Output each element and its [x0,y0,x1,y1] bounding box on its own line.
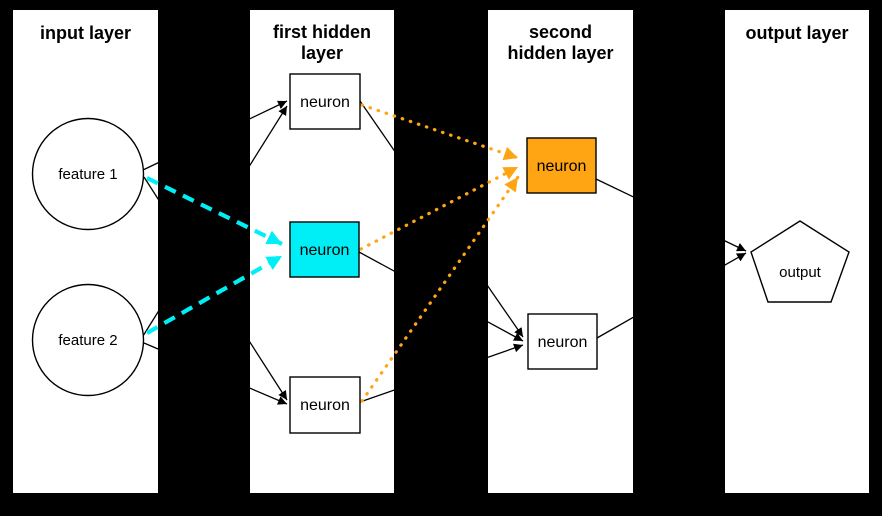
edge-h2top-output [595,178,747,252]
title-input-layer: input layer [40,23,131,43]
panel-input-layer [13,10,158,493]
edge-feature2-h1bot [143,342,288,405]
node-h1bot-label: neuron [300,397,350,414]
title-output-layer: output layer [745,23,848,43]
node-feature2-label: feature 2 [58,332,117,349]
node-output-pentagon [750,220,850,303]
node-h1bot-rect [289,376,361,434]
node-feature2-circle [31,283,145,397]
edge-feature1-h1top [142,100,288,171]
edge-feature2-h1top [142,105,288,337]
node-h1top-label: neuron [300,94,350,111]
edge-feature2-h1mid-cyan [145,254,284,335]
edge-feature1-h1mid-cyan [146,176,283,246]
edge-h1top-h2bot [359,100,524,338]
node-output-label: output [779,264,822,281]
node-h1mid-label: neuron [300,242,350,259]
node-feature1-label: feature 1 [58,166,117,183]
node-h2top-rect-orange [526,137,597,194]
edge-feature1-h1bot [143,176,288,401]
title-first-hidden-line2: layer [301,43,343,63]
title-second-hidden-line1: second [529,22,592,42]
edge-h1bot-h2bot [359,343,524,403]
edge-h1mid-h2bot [358,251,524,342]
edge-h1bot-h2top-orange [360,175,520,403]
node-h1mid-rect-cyan [289,221,360,278]
node-feature1-circle [31,117,145,231]
node-h2top-label: neuron [537,158,587,175]
panel-second-hidden-layer [488,10,633,493]
node-h2bot-rect [527,313,598,370]
edge-h2bot-output [596,252,747,339]
title-second-hidden-line2: hidden layer [507,43,613,63]
edge-h1top-h2top-orange [360,103,520,161]
node-h2bot-label: neuron [538,334,588,351]
node-h1top-rect [289,73,361,130]
title-first-hidden-line1: first hidden [273,22,371,42]
